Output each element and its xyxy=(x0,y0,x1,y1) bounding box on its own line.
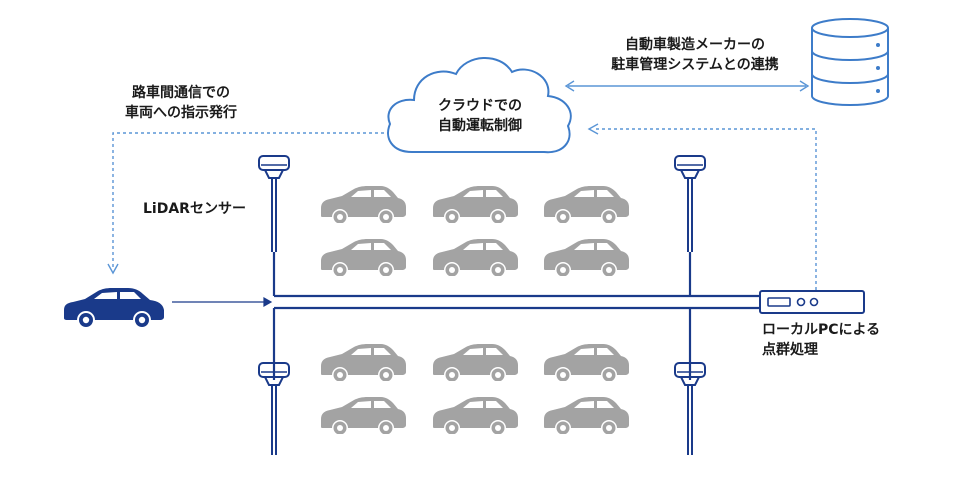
v2x-label-line1: 路車間通信での xyxy=(132,85,230,101)
parked-car-icon xyxy=(544,239,629,276)
parked-car-icon xyxy=(321,239,406,276)
parked-car-icon xyxy=(433,344,518,381)
cloud-label-line1: クラウドでの xyxy=(438,98,522,114)
parked-car-icon xyxy=(321,344,406,381)
lidar-label: LiDARセンサー xyxy=(143,199,246,219)
parked-car-icon xyxy=(321,397,406,434)
parked-car-icon xyxy=(433,239,518,276)
lidar-pole-left-top xyxy=(258,155,290,252)
v2x-dashed-connector xyxy=(112,132,390,268)
driving-lane xyxy=(272,252,760,380)
local-pc-label: ローカルPCによる 点群処理 xyxy=(762,320,880,360)
parking-area-bottom xyxy=(321,344,629,434)
parked-car-icon xyxy=(544,186,629,223)
entry-arrow xyxy=(172,296,273,308)
cloud-label: クラウドでの 自動運転制御 xyxy=(424,96,536,136)
v2x-label-line2: 車両への指示発行 xyxy=(125,105,237,121)
database-icon xyxy=(811,18,889,106)
manufacturer-label: 自動車製造メーカーの 駐車管理システムとの連携 xyxy=(590,35,800,75)
v2x-arrowhead xyxy=(107,263,119,275)
parked-car-icon xyxy=(544,344,629,381)
cloud-arrowhead xyxy=(587,123,599,135)
lidar-sensor-icon xyxy=(674,155,706,179)
pc-to-cloud-dashed-connector xyxy=(594,128,817,290)
cloud-label-line2: 自動運転制御 xyxy=(438,118,522,134)
lidar-pole-left-bottom xyxy=(258,362,290,455)
lidar-pole-right-top xyxy=(674,155,706,252)
parking-area-top xyxy=(321,186,629,276)
lidar-sensor-icon xyxy=(258,155,290,179)
v2x-label: 路車間通信での 車両への指示発行 xyxy=(108,83,254,123)
lidar-label-text: LiDARセンサー xyxy=(143,201,246,217)
lidar-pole-right-bottom xyxy=(674,362,706,455)
local-pc-label-line2: 点群処理 xyxy=(762,342,818,358)
parked-car-icon xyxy=(321,186,406,223)
local-pc-label-line1: ローカルPCによる xyxy=(762,322,881,338)
cloud-icon xyxy=(387,57,572,154)
parked-car-icon xyxy=(433,397,518,434)
parked-car-icon xyxy=(544,397,629,434)
car-icon xyxy=(64,288,164,327)
manufacturer-label-line1: 自動車製造メーカーの xyxy=(625,37,765,53)
parked-car-icon xyxy=(433,186,518,223)
local-pc-icon xyxy=(759,290,865,314)
cloud-database-link xyxy=(564,80,810,92)
manufacturer-label-line2: 駐車管理システムとの連携 xyxy=(611,57,779,73)
